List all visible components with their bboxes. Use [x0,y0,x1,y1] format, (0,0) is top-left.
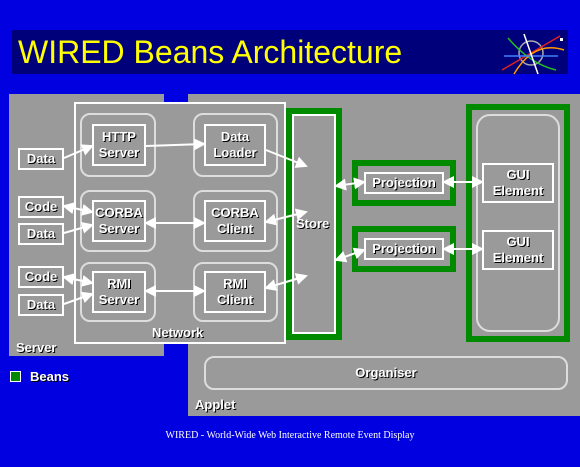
legend-label: Beans [30,369,70,384]
arrow [63,144,94,159]
applet-label: Applet [195,397,236,412]
organiser-bean [204,356,568,390]
arrow [63,291,94,305]
data-loader-box: Data Loader [204,124,266,166]
http-server-box: HTTP Server [92,124,146,166]
arrow [264,273,308,291]
arrow [63,221,94,234]
legend-swatch [10,371,21,382]
page-title: WIRED Beans Architecture [18,34,403,70]
organiser-label: Organiser [355,365,417,380]
corba-server-box: CORBA Server [92,200,146,242]
network-label: Network [152,325,204,340]
arrow [265,149,308,168]
arrow [62,202,94,216]
arrow [145,138,206,151]
arrow [264,208,308,226]
arrow [334,247,366,263]
gui-container-bean [466,104,570,342]
gui-element-box: GUI Element [482,163,554,203]
server-data-box: Data [18,148,64,170]
footer-caption: WIRED - World-Wide Web Interactive Remot… [165,430,415,441]
server-data-box: Data [18,223,64,245]
arrow [334,177,366,191]
server-label: Server [16,340,57,355]
arrow [62,273,94,287]
rmi-client-box: RMI Client [204,271,266,313]
logo-icon [494,30,568,76]
server-data-box: Data [18,294,64,316]
title-bar [12,30,568,74]
